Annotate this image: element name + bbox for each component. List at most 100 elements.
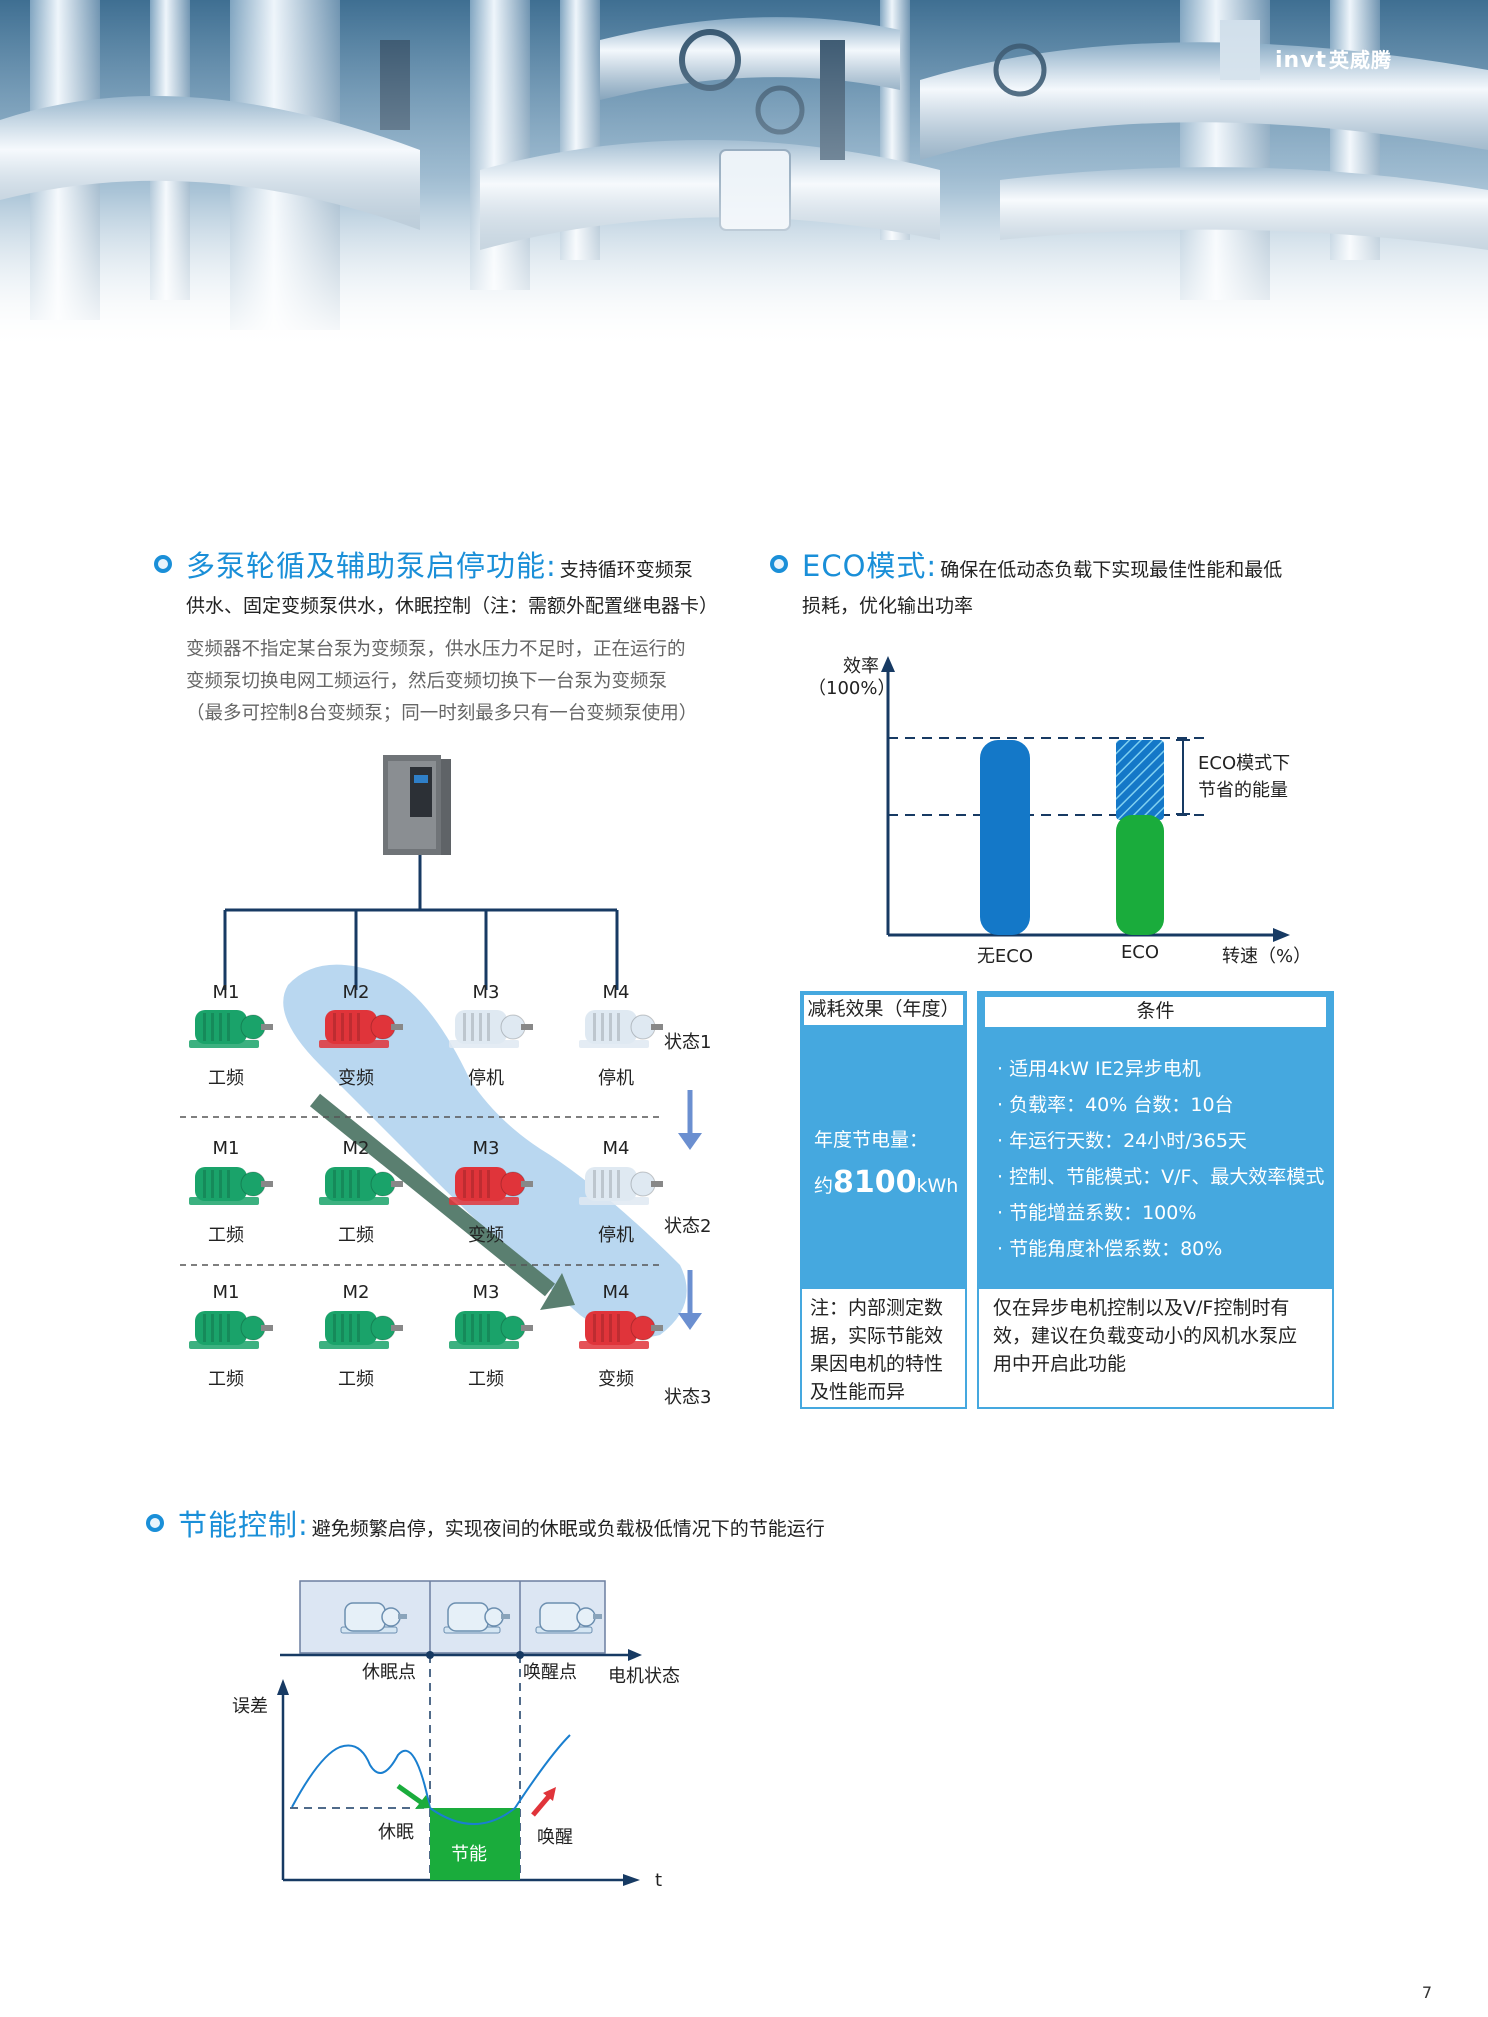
eco-y-label-2: （100%） bbox=[808, 678, 896, 699]
motor-icon bbox=[318, 1166, 404, 1206]
motor-icon bbox=[188, 1009, 274, 1049]
variable-frequency-path-highlight bbox=[283, 964, 687, 1338]
motor-icon bbox=[578, 1166, 664, 1206]
eco-desc-2: 损耗，优化输出功率 bbox=[802, 595, 974, 617]
eco-table-left bbox=[800, 991, 967, 1409]
motor-label-m3: M3 bbox=[472, 982, 500, 1003]
error-curve bbox=[291, 1734, 571, 1825]
motor-label-m2: M2 bbox=[342, 982, 370, 1003]
page-number: 7 bbox=[1421, 1983, 1432, 2002]
save-label: 节能 bbox=[451, 1844, 487, 1865]
rotation-arrow bbox=[309, 1093, 556, 1297]
energy-control-chart bbox=[277, 1580, 642, 1886]
eco-x-label: 转速（%） bbox=[1222, 946, 1312, 967]
motor-label-m1: M1 bbox=[212, 1138, 240, 1159]
energy-heading: 节能控制 : 避免频繁启停，实现夜间的休眠或负载极低情况下的节能运行 bbox=[146, 1502, 825, 1544]
motor-mode: 变频 bbox=[468, 1225, 504, 1246]
motor-label-m2: M2 bbox=[342, 1282, 370, 1303]
conditions-list: · 适用4kW IE2异步电机 · 负载率：40% 台数：10台 · 年运行天数… bbox=[997, 1051, 1324, 1267]
motor-icon bbox=[188, 1310, 274, 1350]
multi-pump-desc-1: 支持循环变频泵 bbox=[559, 559, 693, 581]
body-line: 变频泵切换电网工频运行，然后变频切换下一台泵为变频泵 bbox=[186, 671, 668, 692]
sleep-label: 休眠 bbox=[378, 1822, 414, 1843]
motor-mode: 工频 bbox=[208, 1068, 244, 1089]
state-label-2: 状态2 bbox=[664, 1216, 712, 1237]
motor-mode: 变频 bbox=[338, 1068, 374, 1089]
time-x-label: t bbox=[655, 1870, 663, 1891]
motor-mode: 工频 bbox=[338, 1225, 374, 1246]
bullet-icon bbox=[146, 1514, 164, 1532]
multi-pump-desc-2: 供水、固定变频泵供水，休眠控制（注：需额外配置继电器卡） bbox=[186, 595, 719, 617]
eco-bar-label-eco: ECO bbox=[1120, 942, 1160, 963]
motor-state-label: 电机状态 bbox=[608, 1666, 680, 1687]
note-line: 注：内部测定数 bbox=[810, 1297, 944, 1319]
multi-pump-heading: 多泵轮循及辅助泵启停功能 : 支持循环变频泵 bbox=[154, 543, 693, 585]
state-label-1: 状态1 bbox=[664, 1032, 712, 1053]
annual-saving-unit: kWh bbox=[916, 1175, 959, 1197]
motor-icon bbox=[448, 1009, 534, 1049]
eco-efficiency-chart bbox=[881, 656, 1290, 942]
annual-saving-prefix: 约 bbox=[814, 1175, 834, 1197]
condition-item: · 年运行天数：24小时/365天 bbox=[997, 1130, 1247, 1152]
eco-conditions-cell: · 适用4kW IE2异步电机 · 负载率：40% 台数：10台 · 年运行天数… bbox=[979, 993, 1332, 1289]
logo-cn: 英威腾 bbox=[1329, 48, 1392, 72]
bar-eco bbox=[1116, 815, 1164, 935]
motor-label-m3: M3 bbox=[472, 1282, 500, 1303]
error-y-label: 误差 bbox=[232, 1696, 268, 1717]
motor-mode: 停机 bbox=[468, 1068, 504, 1089]
motor-label-m3: M3 bbox=[472, 1138, 500, 1159]
motor-label-m4: M4 bbox=[602, 1282, 630, 1303]
condition-item: · 节能角度补偿系数：80% bbox=[997, 1238, 1223, 1260]
eco-table-right bbox=[977, 991, 1334, 1409]
eco-y-label-1: 效率 bbox=[843, 656, 879, 677]
heading-colon: : bbox=[926, 549, 937, 583]
multi-pump-title: 多泵轮循及辅助泵启停功能 bbox=[186, 549, 547, 583]
heading-colon: : bbox=[298, 1508, 308, 1542]
motor-label-m4: M4 bbox=[602, 982, 630, 1003]
motor-label-m1: M1 bbox=[212, 982, 240, 1003]
eco-heading: ECO模式 : 确保在低动态负载下实现最佳性能和最低 bbox=[770, 543, 1282, 585]
eco-annotation-1: ECO模式下 bbox=[1198, 753, 1291, 774]
body-line: （最多可控制8台变频泵；同一时刻最多只有一台变频泵使用） bbox=[186, 703, 698, 724]
motor-mode: 工频 bbox=[208, 1369, 244, 1390]
note-line: 仅在异步电机控制以及V/F控制时有 bbox=[993, 1297, 1290, 1319]
motor-icon bbox=[448, 1310, 534, 1350]
energy-title: 节能控制 bbox=[178, 1508, 299, 1542]
eco-bar-label-no-eco: 无ECO bbox=[976, 946, 1034, 967]
eco-desc-1: 确保在低动态负载下实现最佳性能和最低 bbox=[940, 559, 1283, 581]
bullet-icon bbox=[154, 555, 172, 573]
eco-annotation-2: 节省的能量 bbox=[1198, 780, 1288, 801]
motor-icon bbox=[578, 1009, 664, 1049]
eco-note-right: 仅在异步电机控制以及V/F控制时有 效，建议在负载变动小的风机水泵应 用中开启此… bbox=[993, 1294, 1328, 1378]
motor-mode: 工频 bbox=[208, 1225, 244, 1246]
energy-saving-block bbox=[430, 1808, 520, 1880]
bar-no-eco bbox=[980, 740, 1030, 935]
motor-icon bbox=[318, 1310, 404, 1350]
state-down-arrow bbox=[678, 1270, 702, 1330]
condition-item: · 负载率：40% 台数：10台 bbox=[997, 1094, 1234, 1116]
rotation-arrow-head bbox=[540, 1273, 575, 1310]
multi-pump-body: 变频器不指定某台泵为变频泵，供水压力不足时，正在运行的 变频泵切换电网工频运行，… bbox=[186, 634, 697, 730]
annual-saving-figure: 约 8100 kWh bbox=[814, 1165, 958, 1200]
bar-eco-saved bbox=[1116, 740, 1164, 820]
motor-mode: 停机 bbox=[598, 1225, 634, 1246]
pump-rotation-diagram bbox=[180, 755, 702, 1350]
energy-desc: 避免频繁启停，实现夜间的休眠或负载极低情况下的节能运行 bbox=[311, 1518, 825, 1540]
eco-saving-cell: 年度节电量： 约 8100 kWh bbox=[802, 993, 965, 1289]
inverter-drive-icon bbox=[383, 755, 451, 855]
wake-point-label: 唤醒点 bbox=[523, 1662, 577, 1683]
motor-label-m4: M4 bbox=[602, 1138, 630, 1159]
note-line: 据，实际节能效 bbox=[810, 1325, 944, 1347]
note-line: 果因电机的特性 bbox=[810, 1353, 944, 1375]
motor-label-m2: M2 bbox=[342, 1138, 370, 1159]
condition-item: · 适用4kW IE2异步电机 bbox=[997, 1058, 1201, 1080]
motor-label-m1: M1 bbox=[212, 1282, 240, 1303]
wake-arrow-icon bbox=[531, 1793, 552, 1817]
condition-item: · 节能增益系数：100% bbox=[997, 1202, 1197, 1224]
body-line: 变频器不指定某台泵为变频泵，供水压力不足时，正在运行的 bbox=[186, 639, 686, 660]
condition-item: · 控制、节能模式：V/F、最大效率模式 bbox=[997, 1166, 1325, 1188]
motor-mode: 停机 bbox=[598, 1068, 634, 1089]
eco-table-head-left: 减耗效果（年度） bbox=[802, 993, 965, 1027]
eco-table-head-right: 条件 bbox=[983, 995, 1328, 1029]
